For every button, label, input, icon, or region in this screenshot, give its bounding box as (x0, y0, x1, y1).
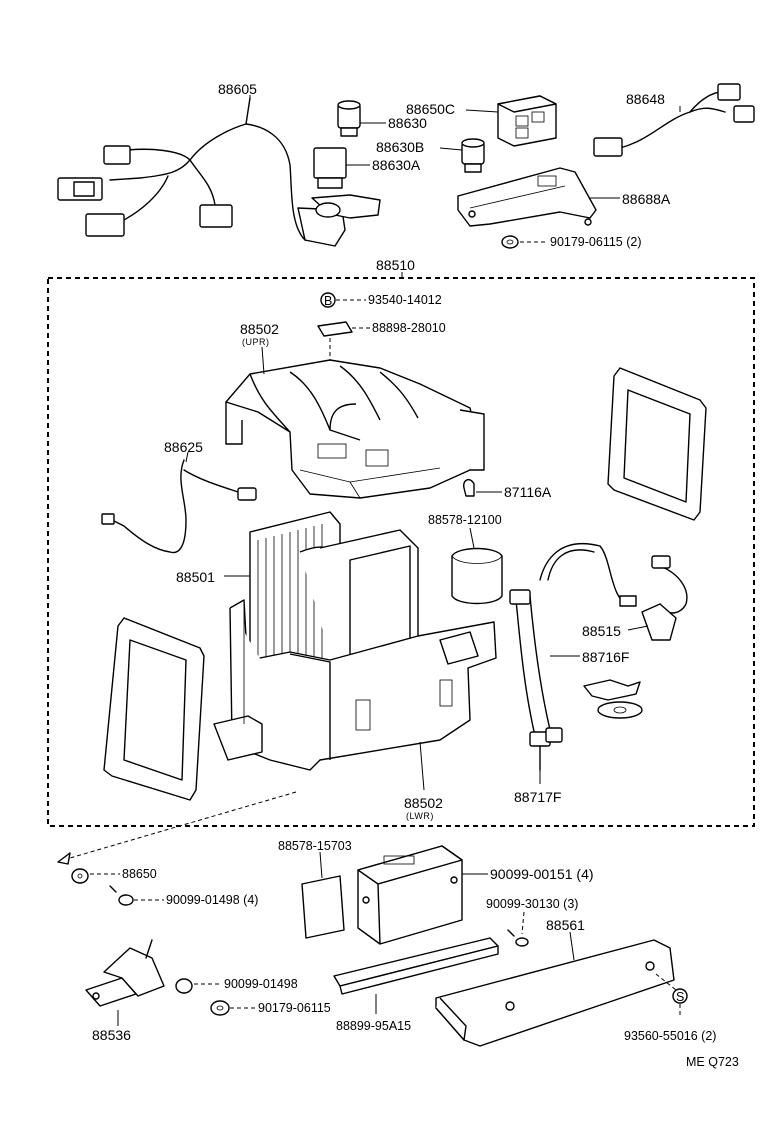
relay-88630A (313, 147, 347, 189)
marker-s-letter: S (676, 990, 684, 1004)
marker-s (672, 988, 688, 1004)
callout-88650: 90099-00151 (4) (490, 866, 594, 882)
callout-93540-14012: 93540-14012 (368, 293, 442, 307)
callout-88501: 88501 (176, 569, 215, 585)
bracket-88688A (457, 167, 597, 227)
guide-arrow (57, 852, 71, 865)
callout-88648: 88648 (626, 91, 665, 107)
leader-88578b (319, 851, 323, 879)
callout-88536: 88536 (92, 1027, 131, 1043)
guide-line-lower (69, 791, 297, 859)
marker-b-letter: B (324, 294, 332, 308)
washer-90099-01498 (175, 978, 193, 994)
callout-88688A: 88688A (622, 191, 671, 207)
lower-case-88502 (213, 599, 497, 771)
leader-90099c (521, 911, 525, 935)
leader-88630B (439, 147, 463, 151)
expansion-valve-88515 (583, 555, 688, 719)
marker-b (320, 292, 336, 308)
seal-frame-right (607, 367, 707, 521)
screw-90099-00151 (109, 885, 134, 906)
sublabel-lower: (LWR) (406, 811, 434, 821)
callout-90099-01498-4: 88650 (122, 867, 157, 881)
callout-88605: 88605 (218, 81, 257, 97)
callout-90099-01498: 90099-01498 (224, 977, 298, 991)
callout-88630A: 88630A (372, 157, 421, 173)
callout-88898-28010: 88898-28010 (372, 321, 446, 335)
pad-88578-15703 (301, 875, 345, 939)
sleeve-88578-12100 (451, 547, 503, 605)
guide-line-s (655, 973, 677, 991)
leader-88650C (465, 109, 499, 113)
sensor-88625 (101, 459, 257, 554)
callout-88716F: 88716F (582, 649, 629, 665)
callout-93560-55016-2: 93560-55016 (2) (624, 1029, 716, 1043)
cover-88561 (435, 939, 675, 1047)
leader-88502-lower (419, 741, 425, 791)
leader-88578a (469, 527, 475, 549)
callout-87116A: 87116A (504, 484, 552, 500)
leader-88502-upper (261, 346, 265, 375)
callout-90099-30130-3: 90099-30130 (3) (486, 897, 578, 911)
relay-88630B (461, 138, 485, 173)
clip-87116A (462, 478, 475, 497)
nut-90179-06115-b (210, 1000, 230, 1016)
relay-88630 (337, 100, 361, 137)
callout-88502-upper: 88502 (240, 321, 279, 337)
callout-88625: 88625 (164, 439, 203, 455)
upper-case-88502 (225, 359, 485, 499)
clip-88898 (317, 321, 353, 337)
callout-88502-lower: 88502 (404, 795, 443, 811)
callout-88578-15703: 88578-15703 (278, 839, 352, 853)
callout-88561: 88561 (546, 917, 585, 933)
callout-88717F: 88717F (514, 789, 561, 805)
sublabel-upper: (UPR) (242, 337, 270, 347)
bracket-88536 (85, 939, 165, 1007)
callout-88578-12100: 88578-12100 (428, 513, 502, 527)
harness-88648 (593, 83, 755, 157)
leader-88561 (569, 931, 575, 961)
callout-88650C: 88650C (406, 101, 455, 117)
wire-harness-88605 (57, 97, 381, 247)
strip-88899-95A15 (333, 937, 499, 995)
screw-90099-30130 (507, 929, 529, 947)
callout-88515: 88515 (582, 623, 621, 639)
washer-90099-01498-4 (71, 868, 89, 884)
amplifier-88650 (357, 845, 463, 945)
nut-90179-06115 (501, 235, 519, 249)
callout-90179-06115-2: 90179-06115 (2) (550, 235, 642, 249)
callout-88630B: 88630B (376, 139, 424, 155)
callout-90099-00151-4: 90099-01498 (4) (166, 893, 258, 907)
assembly-boundary (47, 277, 755, 827)
leader-88625 (185, 451, 189, 463)
relay-88650C (497, 95, 557, 147)
callout-90179-06115: 90179-06115 (258, 1001, 331, 1015)
diagram-code: ME Q723 (686, 1055, 739, 1069)
assembly-label: 88510 (376, 257, 415, 273)
callout-88899-95A15: 88899-95A15 (336, 1019, 411, 1033)
callout-88630: 88630 (388, 115, 427, 131)
hose-88716F (509, 543, 631, 771)
seal-frame-left (103, 617, 205, 801)
leader-88515 (627, 625, 649, 631)
